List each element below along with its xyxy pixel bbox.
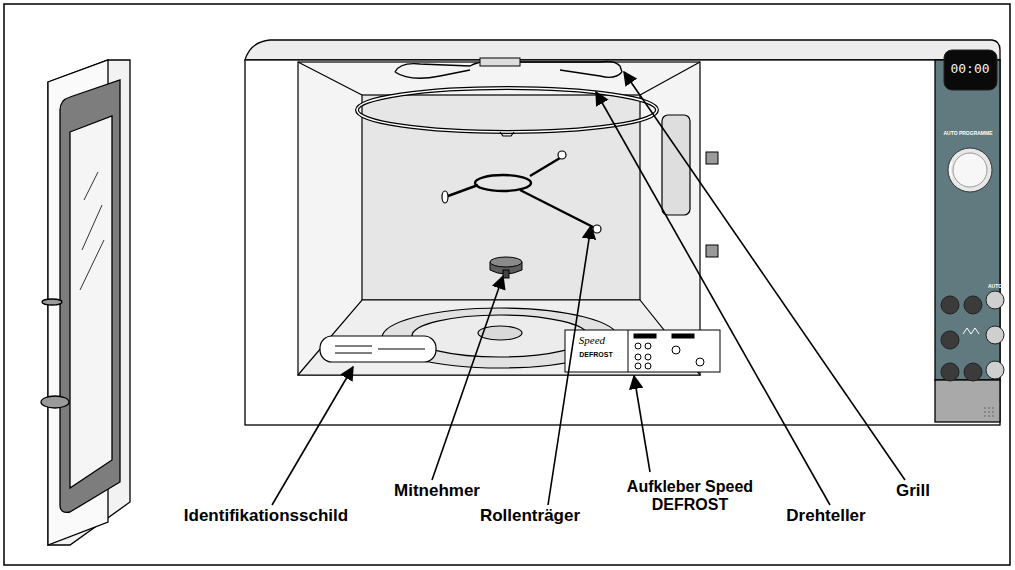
oven-body — [935, 380, 1000, 422]
coupler — [490, 257, 522, 278]
speaker-dots — [984, 415, 986, 417]
roller-support — [475, 175, 531, 191]
control-panel — [986, 361, 1004, 379]
identification-plate — [335, 346, 425, 353]
speaker-dots — [988, 411, 990, 413]
speed-defrost-sticker — [645, 343, 651, 349]
roller-support — [442, 191, 448, 203]
speed-defrost-sticker — [672, 346, 680, 354]
speed-defrost-sticker — [635, 343, 641, 349]
part-label: Mitnehmer — [377, 482, 497, 501]
control-panel — [986, 326, 1004, 344]
speed-defrost-sticker — [565, 330, 720, 372]
control-panel — [948, 148, 992, 192]
speed-defrost-sticker — [634, 334, 656, 338]
oven-body — [245, 60, 1000, 425]
leader-line — [272, 367, 353, 505]
part-label: Aufkleber Speed DEFROST — [620, 478, 760, 513]
speaker-dots — [984, 407, 994, 417]
sticker-text: Speed — [565, 334, 620, 346]
oven-cavity — [298, 300, 700, 375]
speed-defrost-sticker — [696, 358, 704, 366]
door-latch-holes — [706, 245, 718, 257]
roller-support — [558, 151, 566, 159]
roller-support — [448, 158, 595, 228]
part-label: Drehteller — [766, 507, 886, 526]
turntable — [357, 88, 657, 136]
leader-line — [432, 276, 503, 480]
control-panel — [964, 296, 982, 314]
speaker-dots — [992, 411, 994, 413]
part-label: Identifikationsschild — [166, 507, 366, 526]
door-latch-holes — [706, 152, 718, 164]
oven-door — [41, 60, 130, 545]
oven-body — [245, 40, 1000, 425]
roller-support — [593, 225, 601, 233]
coupler — [490, 257, 522, 267]
leader-line — [596, 92, 830, 505]
control-panel — [941, 363, 959, 381]
turntable — [357, 88, 657, 132]
oven-cavity — [662, 115, 690, 215]
turntable — [500, 132, 514, 136]
identification-plate — [320, 336, 436, 362]
oven-cavity — [298, 62, 700, 375]
panel-label: AUTO PROGRAMME — [936, 131, 1000, 137]
leader-line — [624, 72, 905, 480]
sticker-text: DEFROST — [569, 351, 624, 359]
control-panel — [941, 296, 959, 314]
turntable — [357, 88, 657, 132]
oven-door — [80, 172, 104, 290]
speed-defrost-sticker — [645, 363, 651, 369]
oven-door — [60, 80, 120, 512]
control-panel — [941, 331, 959, 349]
oven-door — [41, 396, 69, 408]
oven-cavity — [298, 62, 700, 95]
speed-defrost-sticker — [672, 334, 694, 338]
identification-plate — [320, 336, 436, 362]
speaker-dots — [992, 407, 994, 409]
speaker-dots — [988, 415, 990, 417]
oven-cavity — [412, 315, 588, 357]
grill-element — [480, 58, 520, 66]
panel-label: AUTO — [985, 284, 1005, 290]
control-panel — [953, 153, 987, 187]
coupler — [503, 270, 509, 278]
oven-door — [70, 116, 112, 488]
leader-line — [548, 226, 591, 505]
control-panel — [986, 291, 1004, 309]
speaker-dots — [984, 407, 986, 409]
control-panel — [964, 363, 982, 381]
leader-line — [272, 72, 905, 505]
oven-body — [245, 40, 1000, 60]
speaker-dots — [988, 407, 990, 409]
frame-border — [4, 4, 1010, 565]
speed-defrost-sticker — [635, 354, 641, 360]
speed-defrost-sticker — [565, 330, 720, 372]
speed-defrost-sticker — [645, 354, 651, 360]
control-panel — [963, 328, 979, 334]
display-readout: 00:00 — [945, 62, 995, 76]
roller-support — [442, 151, 601, 233]
part-label: Rollenträger — [465, 507, 595, 526]
control-panel — [950, 162, 952, 178]
part-label: Grill — [883, 482, 943, 501]
control-panel — [941, 50, 1004, 381]
speaker-dots — [992, 415, 994, 417]
oven-door — [42, 299, 62, 305]
speaker-dots — [984, 411, 986, 413]
leader-line — [634, 376, 650, 472]
speed-defrost-sticker — [635, 363, 641, 369]
oven-cavity — [298, 62, 700, 375]
control-panel — [944, 50, 997, 90]
speed-defrost-sticker — [628, 330, 629, 372]
